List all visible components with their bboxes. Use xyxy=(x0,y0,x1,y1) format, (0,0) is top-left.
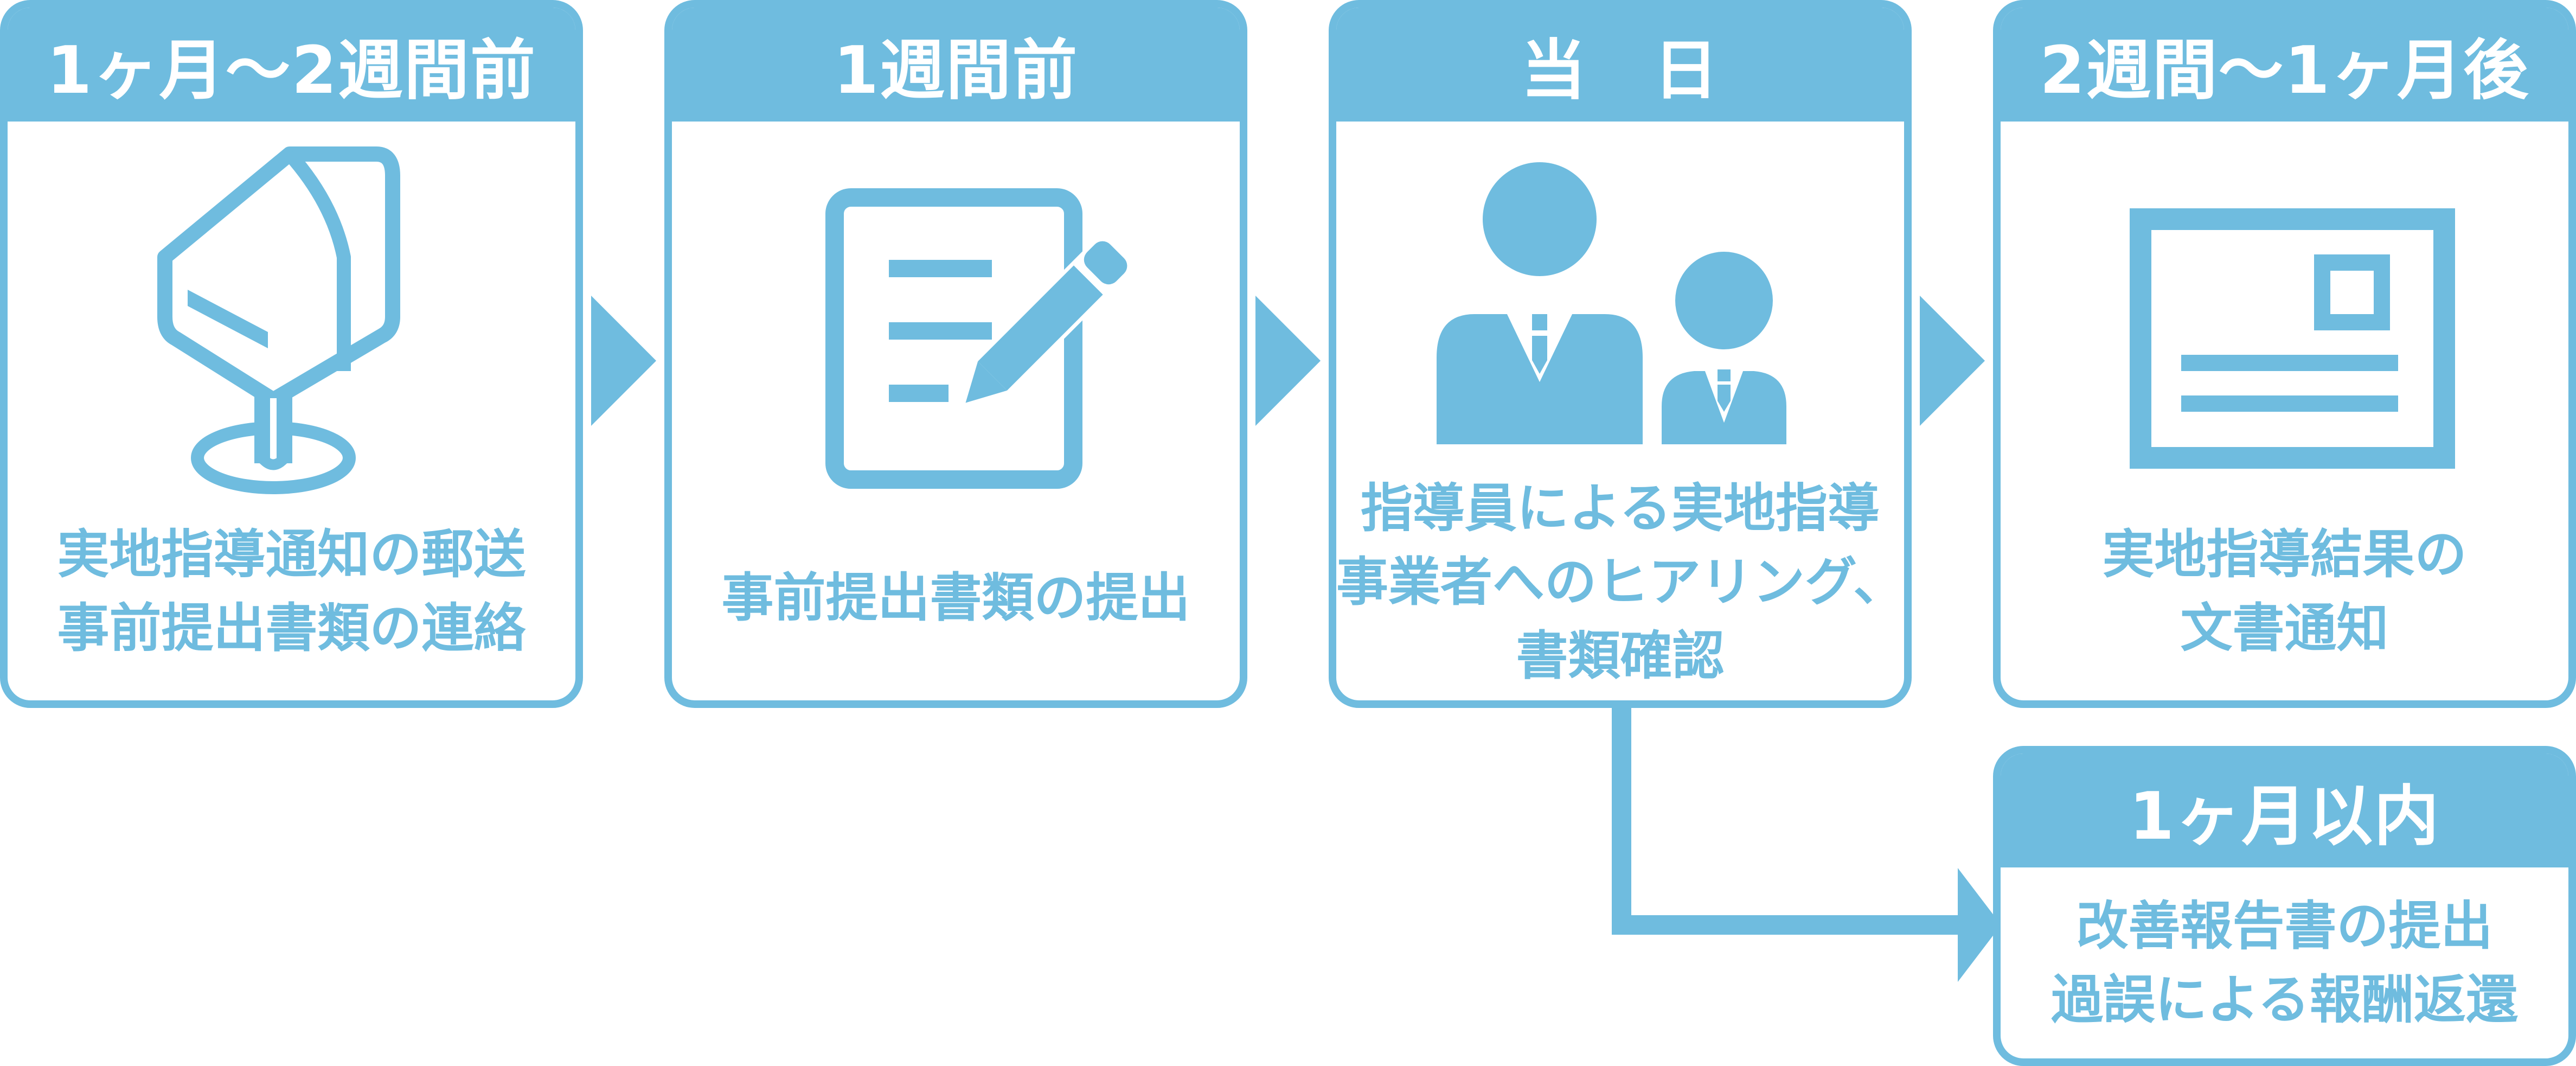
step-card-3: 当 日 指導員による実地指導 事業者へのヒアリング、 書類確認 xyxy=(1329,0,1912,708)
step-description: 事前提出書類の提出 xyxy=(672,561,1240,635)
step-description-line: 実地指導結果の xyxy=(2102,524,2467,585)
step-description-line: 事前提出書類の提出 xyxy=(721,567,1190,628)
step-header: 1ヶ月〜2週間前 xyxy=(8,8,575,122)
step-card-1: 1ヶ月〜2週間前 実地指導通知の郵送 事前提出書類の連絡 xyxy=(0,0,583,708)
step-description-line: 文書通知 xyxy=(2180,598,2389,659)
step-description-line: 事前提出書類の連絡 xyxy=(57,598,526,659)
step-description-line: 過誤による報酬返還 xyxy=(2050,969,2519,1030)
step-card-5: 1ヶ月以内 改善報告書の提出 過誤による報酬返還 xyxy=(1993,746,2576,1066)
two-people-icon xyxy=(1437,162,1786,444)
document-pen-icon xyxy=(825,188,1137,489)
step-description: 改善報告書の提出 過誤による報酬返還 xyxy=(2001,889,2568,1037)
flow-arrow xyxy=(1255,296,1321,426)
step-description-line: 書類確認 xyxy=(1516,625,1725,686)
letter-icon xyxy=(2130,208,2455,469)
step-description-line: 改善報告書の提出 xyxy=(2076,896,2493,956)
step-description: 実地指導通知の郵送 事前提出書類の連絡 xyxy=(8,518,575,665)
step-description: 指導員による実地指導 事業者へのヒアリング、 書類確認 xyxy=(1336,471,1904,693)
flow-arrow xyxy=(591,296,656,426)
flow-arrow xyxy=(1920,296,1985,426)
step-header: 1ヶ月以内 xyxy=(2001,754,2568,867)
mailbox-icon xyxy=(157,146,400,494)
step-card-2: 1週間前 事前提出書類の提出 xyxy=(664,0,1247,708)
step-header: 2週間〜1ヶ月後 xyxy=(2001,8,2568,122)
step-header: 1週間前 xyxy=(672,8,1240,122)
step-description: 実地指導結果の 文書通知 xyxy=(2001,518,2568,665)
step-card-4: 2週間〜1ヶ月後 実地指導結果の 文書通知 xyxy=(1993,0,2576,708)
step-description-line: 事業者へのヒアリング、 xyxy=(1336,552,1906,612)
step-description-line: 実地指導通知の郵送 xyxy=(57,524,526,585)
step-description-line: 指導員による実地指導 xyxy=(1360,478,1880,539)
step-header: 当 日 xyxy=(1336,8,1904,122)
